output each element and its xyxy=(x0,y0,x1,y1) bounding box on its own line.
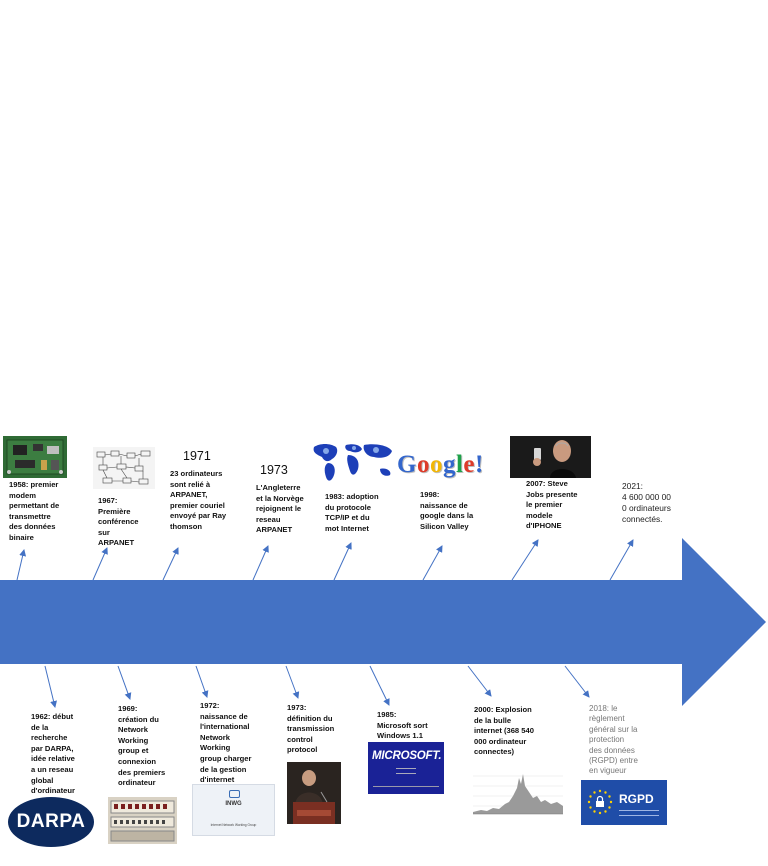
heading-1971: 1971 xyxy=(183,449,211,463)
rgpd-subtitle-lines xyxy=(619,810,659,816)
event-1983: 1983: adoption du protocole TCP/IP et du… xyxy=(325,492,379,533)
timeline-arrow xyxy=(0,538,766,706)
event-1958: 1958: premier modem permettant de transm… xyxy=(9,480,60,542)
event-2007: 2007: Steve Jobs presente le premier mod… xyxy=(526,479,578,531)
connector-1962 xyxy=(44,665,57,708)
inwg-logo-icon xyxy=(229,790,240,798)
inwg-document-image: INWG Internet Network Working Group xyxy=(192,784,275,836)
google-letter-5: l xyxy=(455,451,464,478)
rgpd-image: RGPD xyxy=(581,780,667,825)
speaker-photo xyxy=(287,762,341,824)
dotcom-bubble-chart-image xyxy=(467,766,565,818)
connector-1998 xyxy=(422,545,443,581)
inwg-title: INWG xyxy=(225,801,242,807)
connector-1985 xyxy=(369,665,390,706)
connector-2007 xyxy=(511,539,539,581)
connector-1983 xyxy=(333,542,352,581)
microsoft-windows-image: MICROSOFT. xyxy=(368,742,444,794)
connector-1971 xyxy=(162,547,179,581)
connector-1958 xyxy=(16,549,27,581)
inwg-caption: Internet Network Working Group xyxy=(210,823,257,827)
arpanet-map-image xyxy=(93,447,155,489)
google-letter-6: e xyxy=(463,451,476,478)
connector-1967 xyxy=(92,547,108,581)
darpa-logo: DARPA xyxy=(8,797,94,847)
google-letter-2: o xyxy=(416,451,430,478)
connector-1973-top xyxy=(252,545,269,581)
event-1962: 1962: début de la recherche par DARPA, i… xyxy=(31,712,75,796)
connector-1973-bottom xyxy=(285,665,300,699)
event-1972: 1972: naissance de l'international Netwo… xyxy=(200,701,252,785)
google-logo: Google! xyxy=(397,451,484,479)
world-map-image xyxy=(306,437,398,487)
network-hardware-photo xyxy=(108,797,177,844)
heading-1973: 1973 xyxy=(260,463,288,477)
event-1973-bottom: 1973: définition du transmission control… xyxy=(287,703,335,755)
eu-stars-lock-icon xyxy=(587,789,613,815)
darpa-logo-text: DARPA xyxy=(16,811,86,832)
microsoft-logo-text: MICROSOFT. xyxy=(372,750,442,762)
connector-2000 xyxy=(467,665,492,697)
connector-2018 xyxy=(564,665,590,698)
event-1971: 23 ordinateurs sont relié à ARPANET, pre… xyxy=(170,469,227,531)
event-1969: 1969: création du Network Working group … xyxy=(118,704,166,788)
event-2021: 2021: 4 600 000 00 0 ordinateurs connect… xyxy=(622,481,671,524)
google-letter-1: G xyxy=(397,451,417,478)
ms-subtitle-lines xyxy=(396,768,416,774)
connector-1969 xyxy=(117,665,132,700)
connector-2021 xyxy=(609,539,634,581)
rgpd-logo-text: RGPD xyxy=(619,792,654,806)
steve-jobs-photo xyxy=(510,436,591,478)
google-letter-4: g xyxy=(442,451,456,478)
event-2000: 2000: Explosion de la bulle internet (36… xyxy=(474,705,534,757)
google-letter-3: o xyxy=(429,451,443,478)
event-1973-top: L'Angleterre et la Norvège rejoignent le… xyxy=(256,483,304,535)
google-letter-7: ! xyxy=(475,451,484,478)
event-2018: 2018: le règlement général sur la protec… xyxy=(589,704,638,776)
ms-footer-lines xyxy=(373,786,439,791)
event-1967: 1967: Première conférence sur ARPANET xyxy=(98,496,139,548)
event-1998: 1998: naissance de google dans la Silico… xyxy=(420,490,474,531)
connector-1972 xyxy=(195,665,209,698)
event-1985: 1985: Microsoft sort Windows 1.1 xyxy=(377,710,428,741)
modem-circuit-image xyxy=(3,436,67,478)
